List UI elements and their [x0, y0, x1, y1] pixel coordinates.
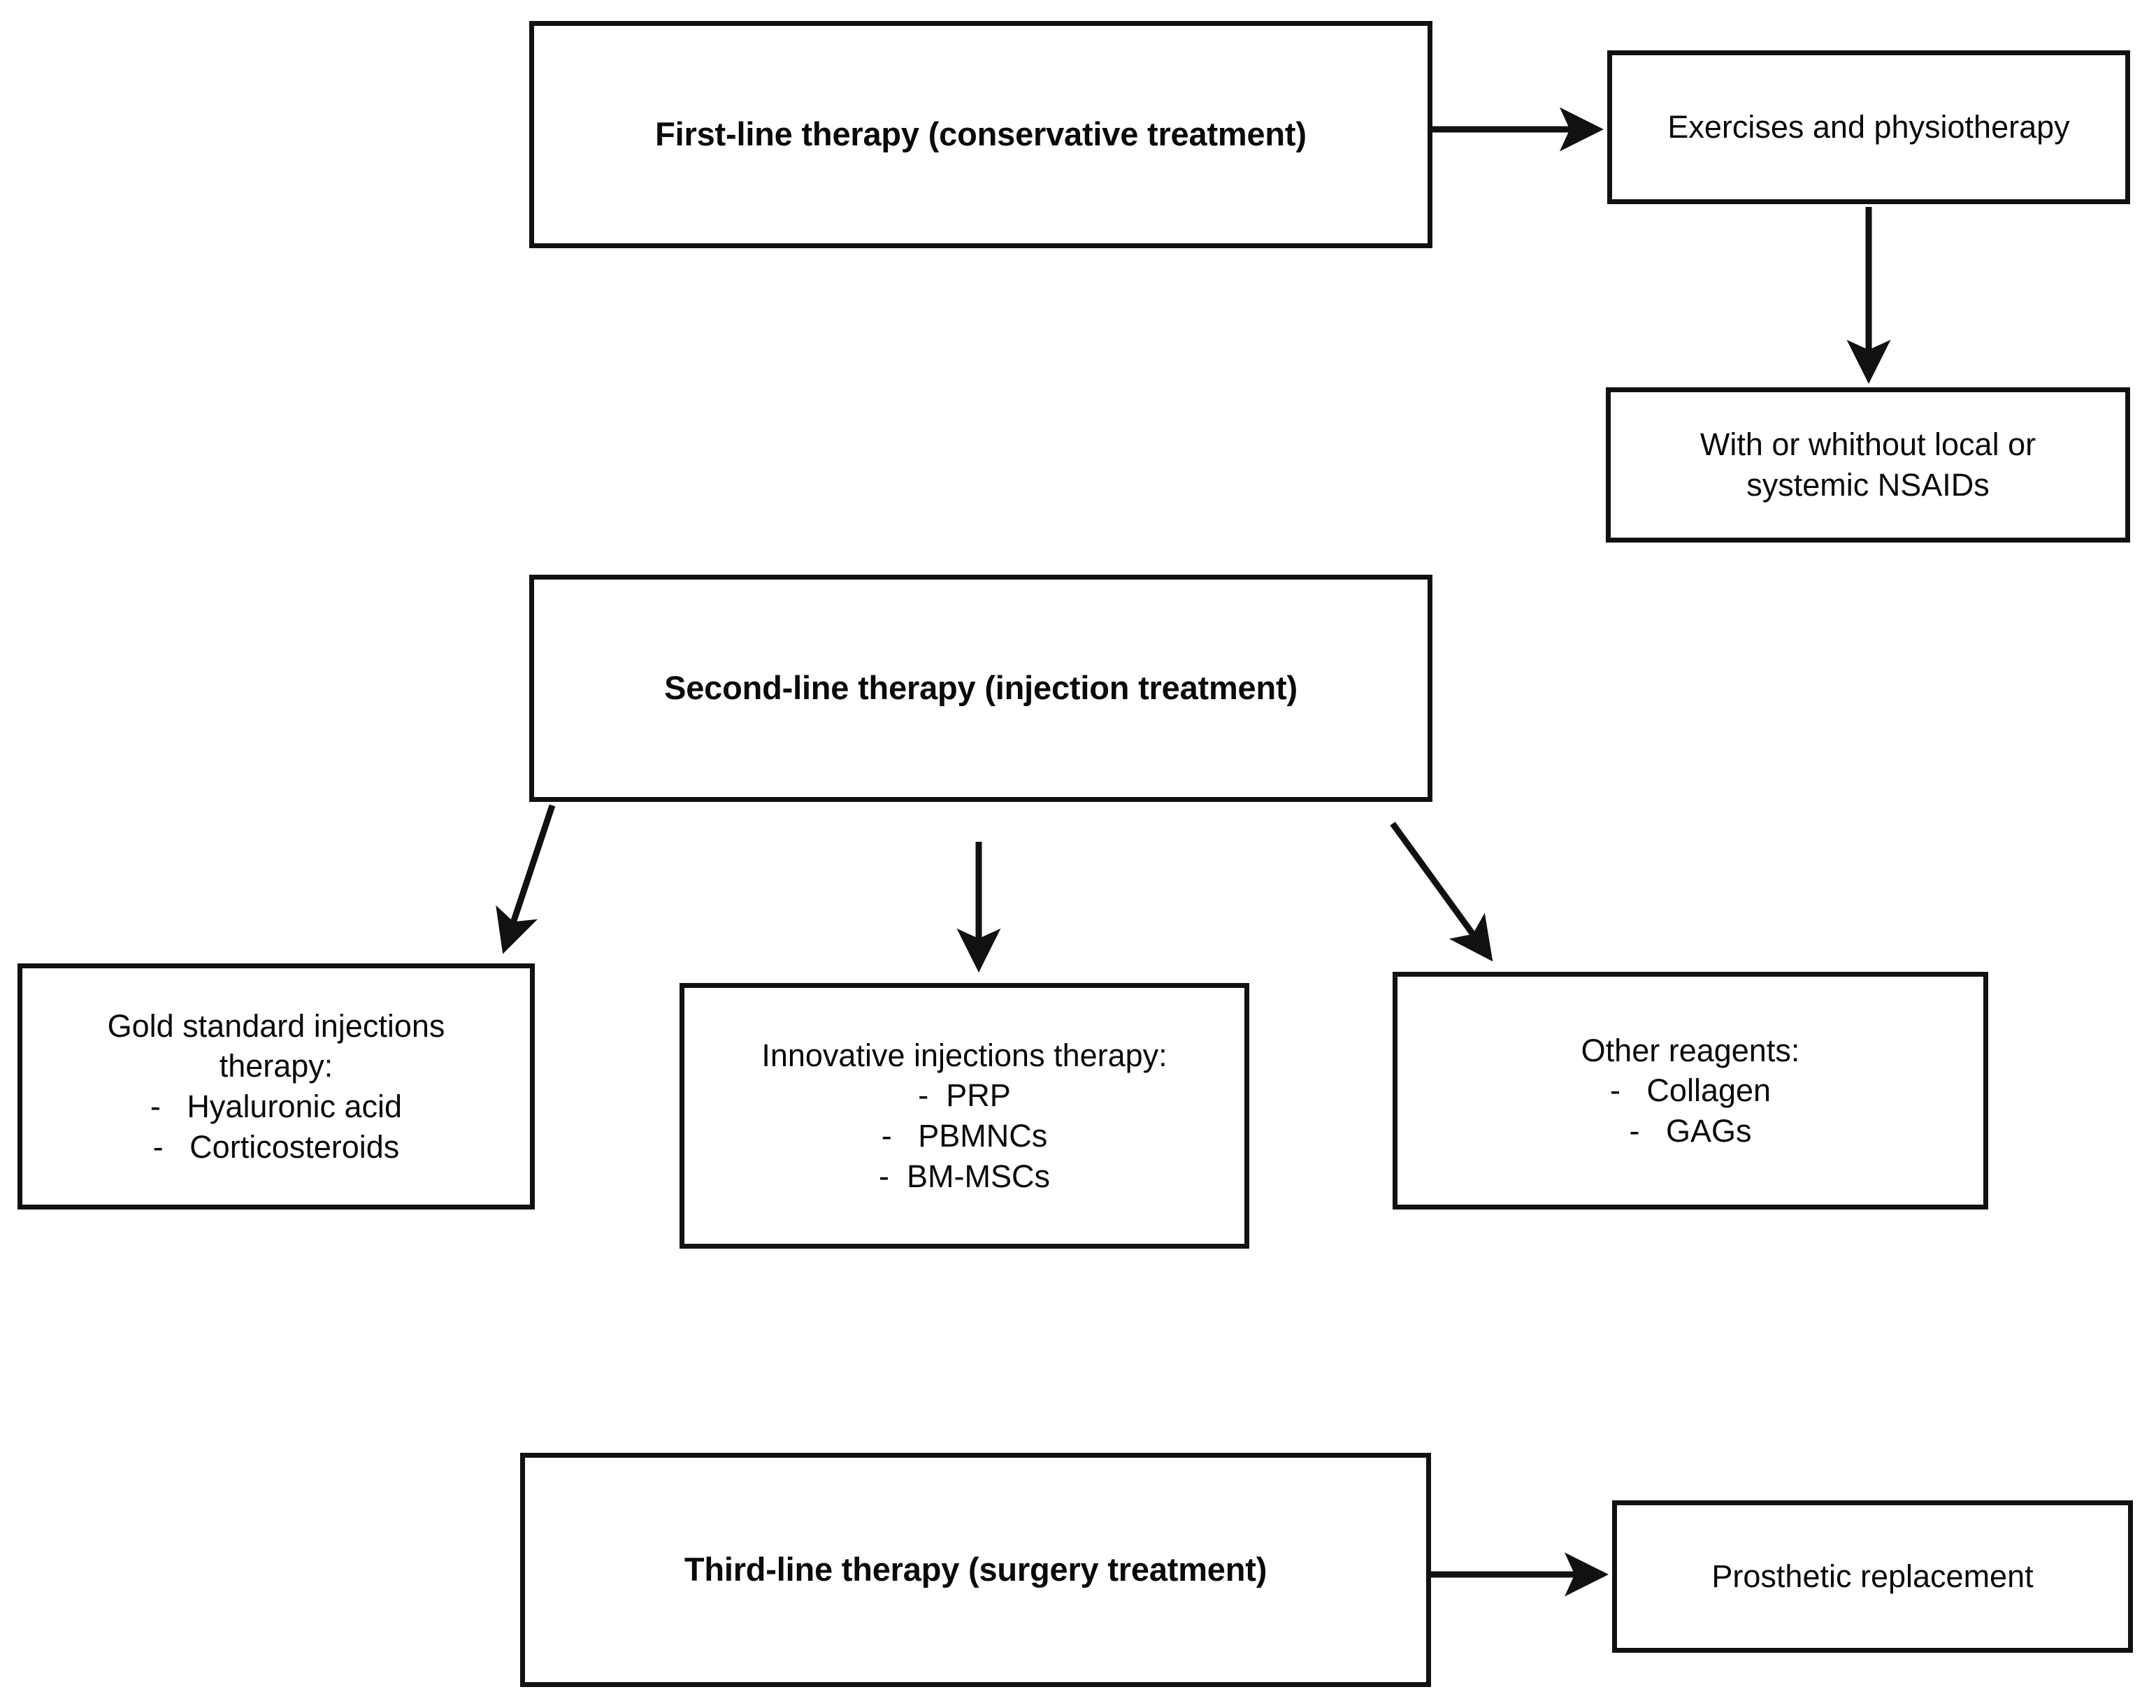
node-innovative-bullet-2: - PBMNCs: [881, 1118, 1048, 1154]
edge-second-line-to-gold-standard: [496, 804, 556, 954]
node-prosthetic-replacement-label: Prosthetic replacement: [1711, 1558, 2034, 1595]
node-other-reagents-bullet-2: - GAGs: [1629, 1112, 1752, 1149]
node-first-line-therapy-label: First-line therapy (conservative treatme…: [655, 115, 1307, 153]
node-other-reagents-heading: Other reagents:: [1581, 1032, 1800, 1068]
node-gold-standard-text: Gold standard injections therapy: - Hyal…: [22, 1006, 530, 1167]
node-other-reagents[interactable]: Other reagents: - Collagen - GAGs: [1393, 972, 1988, 1210]
node-innovative-text: Innovative injections therapy: - PRP - P…: [684, 1035, 1244, 1196]
node-gold-standard-heading-line-2: therapy:: [219, 1048, 333, 1084]
node-nsaids-text: With or whithout local or systemic NSAID…: [1611, 424, 2125, 505]
node-third-line-therapy-label: Third-line therapy (surgery treatment): [684, 1551, 1267, 1588]
node-gold-standard-bullet-2: - Corticosteroids: [152, 1128, 400, 1165]
node-exercises-and-physiotherapy-label: Exercises and physiotherapy: [1667, 109, 2070, 145]
node-innovative-injections[interactable]: Innovative injections therapy: - PRP - P…: [680, 983, 1249, 1249]
node-third-line-therapy[interactable]: Third-line therapy (surgery treatment): [520, 1453, 1431, 1687]
node-prosthetic-replacement[interactable]: Prosthetic replacement: [1612, 1500, 2133, 1653]
node-second-line-therapy[interactable]: Second-line therapy (injection treatment…: [529, 575, 1432, 802]
node-second-line-therapy-label: Second-line therapy (injection treatment…: [664, 669, 1298, 707]
node-innovative-heading: Innovative injections therapy:: [761, 1037, 1167, 1073]
node-nsaids[interactable]: With or whithout local or systemic NSAID…: [1606, 387, 2130, 543]
node-other-reagents-bullet-1: - Collagen: [1609, 1072, 1771, 1109]
edge-second-line-to-other-reagents: [1390, 821, 1493, 962]
node-gold-standard-heading-line-1: Gold standard injections: [107, 1007, 445, 1044]
node-innovative-bullet-1: - PRP: [918, 1077, 1011, 1114]
node-gold-standard-bullet-1: - Hyaluronic acid: [150, 1089, 403, 1124]
node-first-line-therapy[interactable]: First-line therapy (conservative treatme…: [529, 21, 1432, 248]
node-nsaids-line-2: systemic NSAIDs: [1746, 467, 1990, 503]
node-other-reagents-text: Other reagents: - Collagen - GAGs: [1397, 1031, 1983, 1151]
node-gold-standard-injections[interactable]: Gold standard injections therapy: - Hyal…: [17, 963, 535, 1210]
node-nsaids-line-1: With or whithout local or: [1699, 426, 2036, 463]
node-exercises-and-physiotherapy[interactable]: Exercises and physiotherapy: [1607, 50, 2130, 204]
node-innovative-bullet-3: - BM-MSCs: [879, 1158, 1050, 1194]
